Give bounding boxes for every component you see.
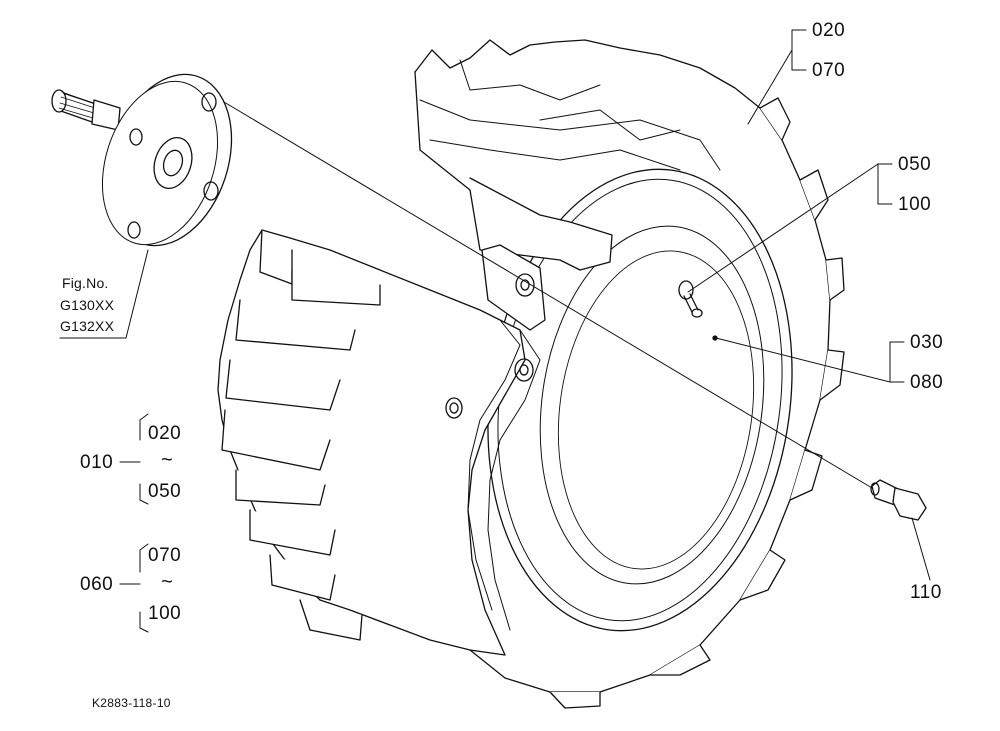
wheel-bolt [870, 479, 927, 521]
callout-020: 020 [812, 20, 846, 41]
group-060-tilde: ~ [161, 571, 173, 593]
group-010-label: 010 [80, 452, 114, 473]
figure-note-g130: G130XX [60, 297, 115, 313]
figure-note-leader [59, 249, 149, 339]
callout-110: 110 [910, 582, 942, 603]
group-010-to: 050 [148, 481, 182, 502]
tire-outer-half [414, 39, 845, 709]
group-060-from: 070 [148, 545, 182, 566]
group-010-tilde: ~ [161, 449, 173, 471]
figure-note-g132: G132XX [60, 318, 115, 334]
callout-050: 050 [898, 154, 932, 175]
group-060-to: 100 [148, 603, 182, 624]
group-060-label: 060 [80, 574, 114, 595]
tire-inner-half [217, 229, 546, 656]
callout-100: 100 [898, 194, 932, 215]
callout-080: 080 [910, 372, 944, 393]
callout-leader-lines [119, 29, 931, 633]
figure-note-title: Fig.No. [62, 275, 109, 291]
hub-flange [51, 73, 233, 247]
group-010-from: 020 [148, 423, 182, 444]
callout-070: 070 [812, 60, 846, 81]
reference-code: K2883-118-10 [92, 696, 171, 710]
callout-030: 030 [910, 332, 944, 353]
